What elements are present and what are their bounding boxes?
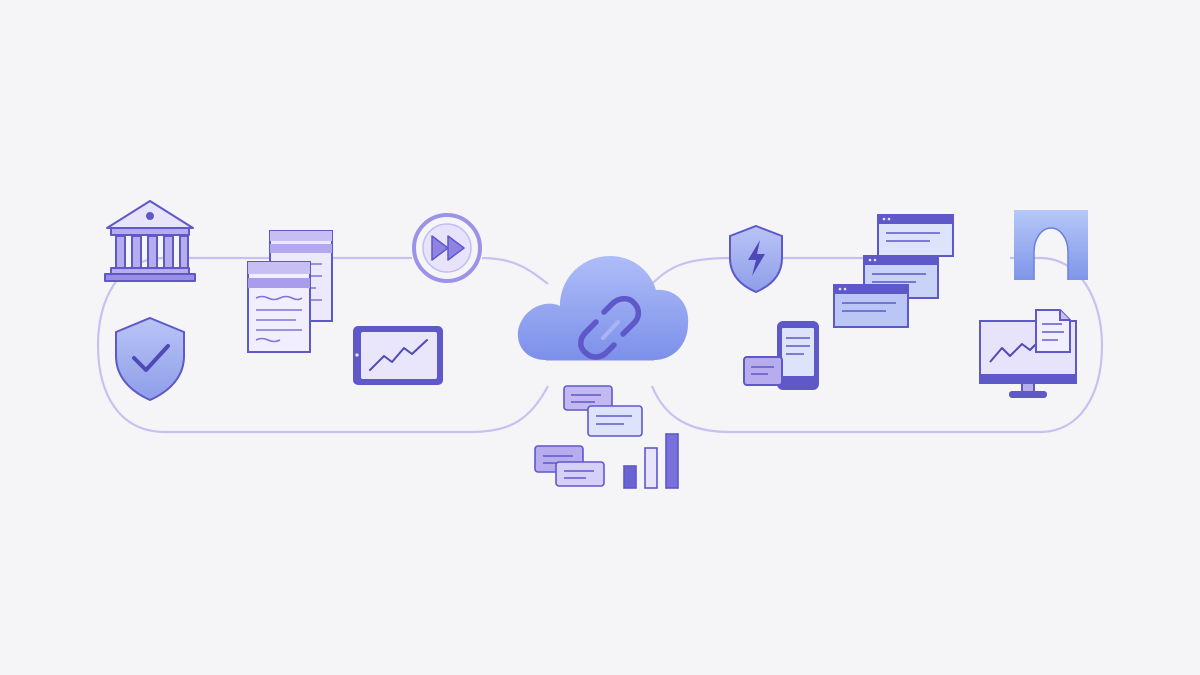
bank-icon [104, 200, 196, 282]
desktop-report-icon [979, 309, 1077, 398]
document-stack-icon [247, 230, 333, 353]
lightning-shield-icon [729, 224, 783, 294]
security-shield-icon [115, 316, 185, 402]
bar-chart-icon [623, 433, 679, 489]
browser-windows-icon [833, 214, 954, 328]
tablet-chart-icon [353, 326, 443, 385]
cloud-link-icon [517, 256, 689, 361]
phone-messages-icon [743, 321, 819, 390]
fast-forward-icon [412, 213, 482, 283]
message-bubbles-icon [534, 385, 643, 487]
archway-icon [1014, 210, 1088, 280]
